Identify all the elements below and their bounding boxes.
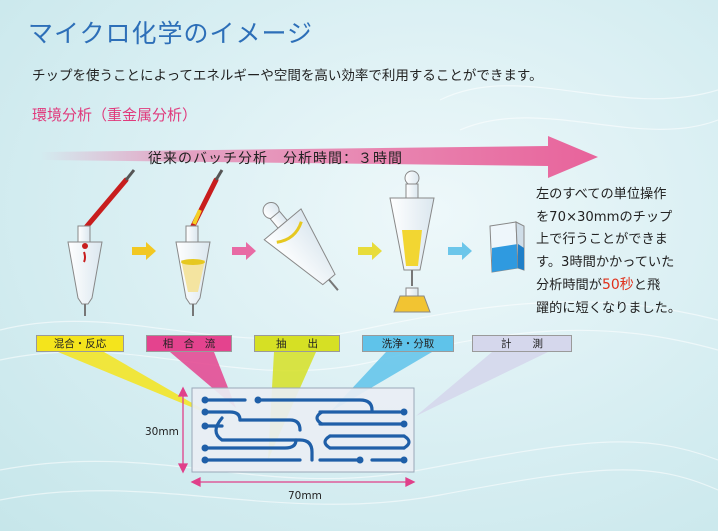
cuvette (489, 221, 525, 273)
step-mixing-reaction: 混合・反応 (36, 335, 124, 352)
dimension-width: 70mm (288, 490, 322, 502)
tilted-funnel (262, 202, 339, 291)
time-highlight: 50秒 (601, 277, 634, 293)
section-label: 環境分析（重金属分析） (32, 106, 198, 124)
dimension-lines (177, 386, 416, 488)
description-line-6: 躍的に短くなりました。 (536, 300, 682, 316)
separatory-funnel-1 (67, 169, 136, 316)
chip-channels (203, 398, 411, 462)
step-extraction: 抽 出 (254, 335, 340, 352)
description-line-1: 左のすべての単位操作 (536, 187, 667, 202)
description-line-5a: 分析時間が (536, 278, 602, 293)
description-line-3: 上で行うことができま (536, 232, 668, 247)
callout-measurement (416, 352, 548, 416)
batch-analysis-label: 従来のバッチ分析 分析時間：３時間 (148, 151, 403, 167)
callout-mixing (58, 352, 218, 418)
description-line-5: 分析時間が50秒と飛 (536, 274, 714, 298)
chip-body (191, 387, 415, 473)
step-measurement: 計 測 (472, 335, 572, 352)
step-phase-merge: 相 合 流 (146, 335, 232, 352)
chip-ports (201, 396, 408, 464)
step-washing-collection: 洗浄・分取 (362, 335, 454, 352)
separatory-funnel-2 (175, 169, 224, 316)
description-text: 左のすべての単位操作 を70×30mmのチップ 上で行うことができま す。3時間… (536, 184, 714, 320)
description-line-4: す。3時間かかっていた (536, 254, 675, 270)
subtitle: チップを使うことによってエネルギーや空間を高い効率で利用することができます。 (32, 68, 543, 84)
dimension-height: 30mm (145, 426, 179, 438)
description-line-2: を70×30mmのチップ (536, 209, 673, 225)
page-title: マイクロ化学のイメージ (28, 19, 314, 48)
description-line-5b: と飛 (633, 278, 661, 293)
funnel-with-flask (389, 170, 435, 313)
